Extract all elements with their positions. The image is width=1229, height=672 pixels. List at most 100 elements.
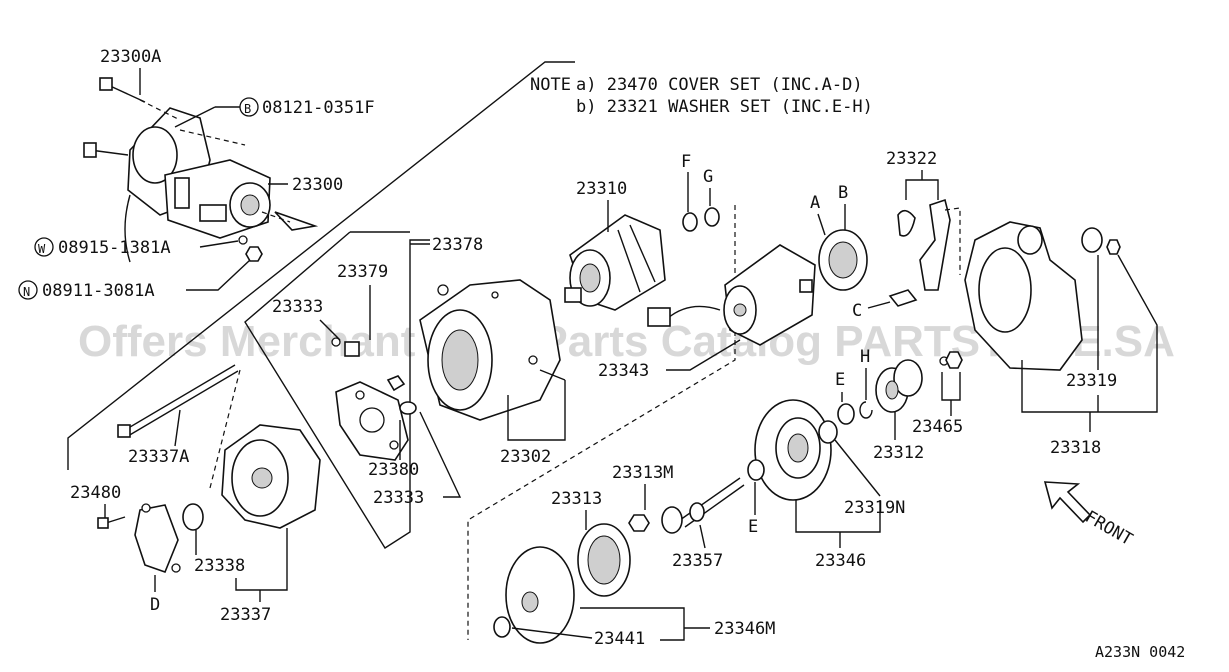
label-g: G <box>703 167 713 187</box>
label-23337: 23337 <box>220 605 271 625</box>
note-head: NOTE <box>530 75 571 95</box>
leader-23322 <box>905 179 939 200</box>
snap-ring-h <box>859 401 873 419</box>
label-b: B <box>838 183 848 203</box>
label-23302: 23302 <box>500 447 551 467</box>
note-line-a: a) 23470 COVER SET (INC.A-D) <box>576 75 863 95</box>
brush-spring <box>344 341 360 357</box>
through-bolt <box>124 364 236 431</box>
end-housing-hub <box>521 591 539 613</box>
label-23313M: 23313M <box>612 463 673 483</box>
cover-plate <box>134 504 179 574</box>
nut-23313M <box>628 514 650 532</box>
shift-lever <box>919 198 951 291</box>
leader-23465 <box>941 372 961 401</box>
label-bolt-w: 08915-1381A <box>58 238 171 258</box>
leader-23346M <box>580 607 685 641</box>
bolt-23300A-head <box>99 77 113 91</box>
gear-cover-inner <box>828 241 858 279</box>
front-housing-face <box>978 247 1032 333</box>
label-23480: 23480 <box>70 483 121 503</box>
washer-f <box>682 212 698 232</box>
marker-n-letter: N <box>23 285 30 299</box>
shaft-gear <box>689 502 705 522</box>
label-bolt-b: 08121-0351F <box>262 98 375 118</box>
washer-w <box>238 235 248 245</box>
leader-23333-b <box>419 411 462 498</box>
label-c: C <box>852 301 862 321</box>
brush-nut <box>386 375 406 392</box>
arrow-dash <box>261 211 291 223</box>
label-23379: 23379 <box>337 262 388 282</box>
label-23338: 23338 <box>194 556 245 576</box>
label-d: D <box>150 595 160 615</box>
yoke-dot <box>491 291 499 299</box>
bracket-wire <box>124 194 131 263</box>
through-bolt-2 <box>127 370 239 437</box>
label-23313: 23313 <box>551 489 602 509</box>
yoke-terminal <box>437 284 449 296</box>
shaft-line-1 <box>679 477 741 521</box>
front-label: FRONT <box>1082 507 1136 550</box>
label-23300A: 23300A <box>100 47 161 67</box>
front-direction: FRONT <box>1043 481 1136 550</box>
shaft-collar <box>661 506 683 534</box>
leader-23357 <box>699 524 706 549</box>
leader-23441 <box>511 627 593 639</box>
leader-23333-a <box>319 319 341 341</box>
nut-n <box>245 246 263 262</box>
front-arrow-icon <box>1043 481 1092 524</box>
label-f: F <box>681 152 691 172</box>
armature-commutator-inner <box>579 263 601 293</box>
solenoid-assembly <box>83 77 319 263</box>
label-23312: 23312 <box>873 443 924 463</box>
nut-front <box>1106 239 1121 255</box>
solenoid-contact <box>199 204 227 222</box>
dash-23300A <box>139 99 181 121</box>
note-leader-line <box>67 61 575 470</box>
label-23319N: 23319N <box>844 498 905 518</box>
bearing-23313 <box>577 523 631 597</box>
brush-small <box>331 337 341 347</box>
pinion-gear <box>893 359 923 397</box>
armature-line-2 <box>617 229 641 293</box>
armature <box>564 214 666 311</box>
leader-a <box>817 213 826 236</box>
brush-lead <box>399 401 417 415</box>
label-23343: 23343 <box>598 361 649 381</box>
leader-23302 <box>507 380 566 441</box>
label-23441: 23441 <box>594 629 645 649</box>
armature-shaft <box>564 287 582 303</box>
housing-wire <box>667 305 721 319</box>
leader-bolt-w <box>199 240 239 248</box>
label-23337A: 23337A <box>128 447 189 467</box>
label-23346M: 23346M <box>714 619 775 639</box>
stop-nut <box>945 351 963 369</box>
label-23465: 23465 <box>912 417 963 437</box>
shaft-23357 <box>661 477 745 534</box>
cover-plate-d <box>97 503 204 574</box>
screw-23480 <box>105 516 126 524</box>
brush-group-outline <box>244 231 430 549</box>
bolt-lower-head <box>83 142 97 158</box>
label-23333-b: 23333 <box>373 488 424 508</box>
label-e2: E <box>748 517 758 537</box>
marker-n-icon <box>18 280 38 300</box>
marker-w-letter: W <box>38 242 46 256</box>
note-callout: NOTE a) 23470 COVER SET (INC.A-D) b) 233… <box>67 61 873 470</box>
washer-e2 <box>747 459 765 481</box>
solenoid-plunger <box>240 194 260 216</box>
label-a: A <box>810 193 820 213</box>
leader-23343 <box>666 339 741 371</box>
label-23319: 23319 <box>1066 371 1117 391</box>
clip-c <box>888 289 918 307</box>
yoke-assembly <box>419 279 566 421</box>
leader-23346 <box>795 500 881 533</box>
label-e1: E <box>835 370 845 390</box>
yoke-screw-head <box>528 355 538 365</box>
yoke-screw <box>539 369 566 381</box>
cover-plate-hole-2 <box>171 563 181 573</box>
bushing-23338 <box>182 503 204 531</box>
cover-plate-hole-1 <box>141 503 151 513</box>
